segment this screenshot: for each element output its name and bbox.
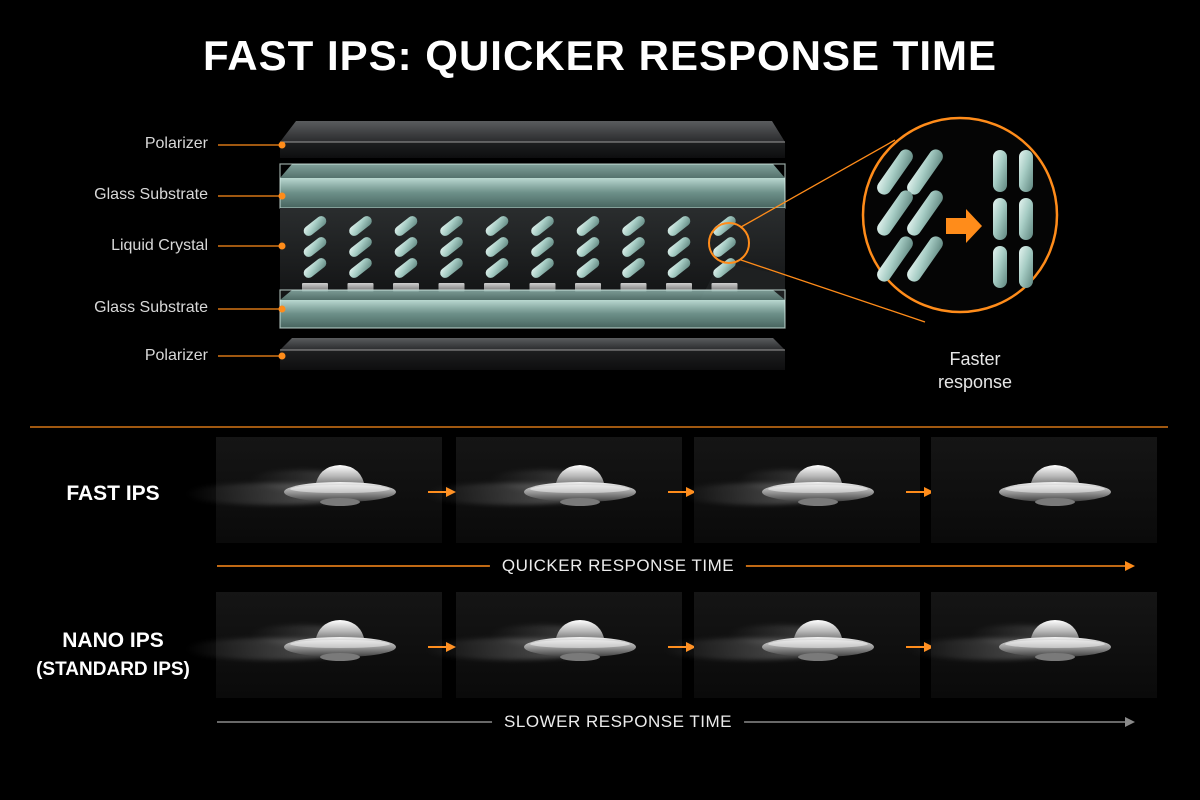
liquid-crystal-molecule (303, 216, 327, 236)
slower-response-caption: SLOWER RESPONSE TIME (492, 712, 744, 732)
ufo-icon (762, 465, 874, 506)
layer-label-glass-substrate-bottom: Glass Substrate (94, 299, 208, 316)
zoom-molecule-aligned (993, 150, 1007, 192)
liquid-crystal-molecule (576, 258, 600, 278)
zoom-molecule-aligned (1019, 150, 1033, 192)
zoom-molecule-aligned (1019, 198, 1033, 240)
liquid-crystal-molecule (713, 237, 736, 257)
liquid-crystal-molecule (349, 258, 372, 278)
ufo-icon (524, 465, 636, 506)
liquid-crystal-molecule (349, 216, 372, 236)
liquid-crystal-molecule (667, 258, 691, 278)
liquid-crystal-molecule (394, 258, 418, 278)
liquid-crystal-molecule (394, 216, 418, 236)
row-label-nano-ips-title: NANO IPS (62, 629, 164, 652)
zoom-callout (708, 116, 1059, 323)
liquid-crystal-molecule (713, 216, 736, 236)
zoom-molecule-tilted (877, 149, 913, 195)
liquid-crystal-molecule (667, 237, 691, 257)
glass-substrate-top (279, 163, 786, 209)
zoom-molecule-tilted (907, 236, 943, 282)
glass-substrate-bottom (279, 289, 786, 329)
liquid-crystal-molecule (440, 258, 463, 278)
ufo-icon (999, 465, 1111, 506)
liquid-crystal-molecule (349, 237, 372, 257)
fast-ips-frame (185, 437, 442, 543)
nano-ips-frame (909, 592, 1157, 698)
ufo-icon (762, 620, 874, 661)
liquid-crystal-molecule (622, 237, 645, 257)
page-title: FAST IPS: QUICKER RESPONSE TIME (202, 32, 998, 79)
nano-ips-frame (425, 592, 682, 698)
zoom-molecules (877, 149, 1033, 288)
liquid-crystal-molecule (303, 258, 327, 278)
fast-ips-frame (931, 437, 1157, 543)
layer-label-liquid-crystal: Liquid Crystal (111, 237, 208, 254)
layer-stack (279, 121, 786, 370)
layer-label-glass-substrate-top: Glass Substrate (94, 186, 208, 203)
liquid-crystal-cell (280, 208, 785, 300)
fast-ips-frame (425, 437, 682, 543)
layer-label-polarizer-bottom: Polarizer (144, 347, 208, 364)
zoom-molecule-tilted (877, 236, 913, 282)
motion-frames (185, 437, 1157, 698)
quicker-response-caption: QUICKER RESPONSE TIME (489, 556, 747, 576)
liquid-crystal-molecule (576, 237, 600, 257)
liquid-crystal-molecules (303, 216, 736, 278)
nano-ips-frame (185, 592, 442, 698)
liquid-crystal-molecule (394, 237, 418, 257)
ufo-icon (524, 620, 636, 661)
liquid-crystal-molecule (576, 216, 600, 236)
zoom-molecule-aligned (1019, 246, 1033, 288)
row-label-fast-ips: FAST IPS (66, 482, 160, 505)
label-leaders (218, 141, 286, 360)
liquid-crystal-molecule (440, 237, 463, 257)
liquid-crystal-molecule (531, 258, 554, 278)
ufo-icon (284, 620, 396, 661)
nano-ips-frame (663, 592, 920, 698)
zoom-molecule-tilted (877, 190, 913, 236)
zoom-molecule-tilted (907, 190, 943, 236)
liquid-crystal-molecule (485, 258, 509, 278)
liquid-crystal-molecule (485, 216, 509, 236)
fast-ips-frame (681, 437, 920, 543)
zoom-molecule-tilted (907, 149, 943, 195)
liquid-crystal-molecule (622, 258, 645, 278)
row-label-nano-ips-sub: (STANDARD IPS) (36, 659, 190, 680)
zoom-arrow-icon (946, 209, 982, 243)
zoom-molecule-aligned (993, 198, 1007, 240)
zoom-caption-line2: response (937, 372, 1013, 392)
zoom-molecule-aligned (993, 246, 1007, 288)
liquid-crystal-molecule (303, 237, 327, 257)
liquid-crystal-molecule (440, 216, 463, 236)
zoom-caption: Faster response (900, 348, 1050, 394)
ufo-icon (999, 620, 1111, 661)
ufo-icon (284, 465, 396, 506)
polarizer-top (280, 121, 785, 158)
liquid-crystal-molecule (531, 216, 554, 236)
liquid-crystal-molecule (531, 237, 554, 257)
liquid-crystal-molecule (485, 237, 509, 257)
liquid-crystal-molecule (667, 216, 691, 236)
liquid-crystal-molecule (622, 216, 645, 236)
polarizer-bottom (280, 338, 785, 370)
zoom-circle (861, 116, 1059, 314)
row-label-nano-ips: NANO IPS (STANDARD IPS) (20, 626, 206, 684)
layer-label-polarizer-top: Polarizer (144, 135, 208, 152)
zoom-caption-line1: Faster (949, 349, 1001, 369)
